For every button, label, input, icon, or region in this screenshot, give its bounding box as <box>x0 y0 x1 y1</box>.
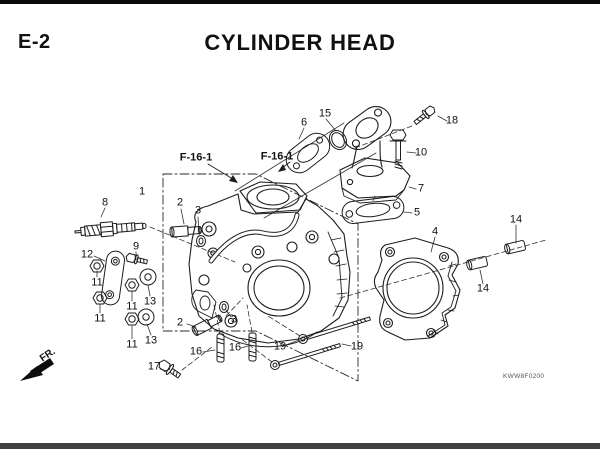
bolt17-drawing <box>158 359 182 379</box>
part-number-label: 16 <box>189 345 203 358</box>
part-number-label: 19 <box>350 340 364 353</box>
part-number-label: 2 <box>176 196 184 209</box>
part-number-label: 11 <box>91 276 103 289</box>
part-number-label: 3 <box>194 204 202 217</box>
bolt18-drawing <box>413 105 436 126</box>
part-number-label: 16 <box>228 341 242 354</box>
part-number-label: 15 <box>318 107 332 120</box>
top-border-bar <box>0 0 600 4</box>
part-number-label: 17 <box>147 360 161 373</box>
bottom-border-bar <box>0 443 600 449</box>
bolt19b-drawing <box>270 343 341 370</box>
part-number-label: 9 <box>132 240 140 253</box>
nuts-drawing <box>89 259 140 326</box>
part-number-label: 13 <box>144 334 158 347</box>
head-gasket-drawing <box>373 237 461 341</box>
dowel-pin-drawing-2 <box>504 240 526 255</box>
part-number-label: 10 <box>414 146 428 159</box>
cylinder-head-body <box>188 181 351 348</box>
phantom-box <box>162 173 359 382</box>
part-number-label: 8 <box>101 196 109 209</box>
part-number-label: 11 <box>94 312 106 325</box>
fr-arrow <box>20 358 54 381</box>
leader-lines <box>93 115 517 372</box>
bolt9-drawing <box>125 252 148 265</box>
part-number-label: 18 <box>445 114 459 127</box>
part-number-label: 12 <box>80 248 94 261</box>
spark-plug-drawing <box>74 221 147 238</box>
part-number-label: 11 <box>126 300 138 313</box>
section-code: E-2 <box>18 31 51 53</box>
part-number-label: 2 <box>176 316 184 329</box>
seal-lower-drawing <box>219 301 229 313</box>
part-number-label: 5 <box>413 206 421 219</box>
dowel-pin-drawing <box>466 256 488 271</box>
bolt10-drawing <box>389 129 407 170</box>
part-number-label: 14 <box>476 282 490 295</box>
part-number-label: 3 <box>230 313 238 326</box>
part-number-label: 19 <box>273 340 287 353</box>
part-number-label: 7 <box>417 182 425 195</box>
bolt19a-drawing <box>298 316 371 344</box>
diagram-code: KWW8F0200 <box>503 373 545 380</box>
ref-arrows <box>207 161 291 183</box>
part-number-label: 13 <box>143 295 157 308</box>
assembly-ref-label: F-16-1 <box>260 150 294 163</box>
part-number-label: 6 <box>300 116 308 129</box>
page-title: CYLINDER HEAD <box>204 30 396 55</box>
gasket5-drawing <box>341 196 405 224</box>
bracket-drawing <box>100 250 126 306</box>
washers-drawing <box>137 268 157 326</box>
manifold-drawing <box>339 105 411 204</box>
guide-lower-drawing <box>191 314 223 337</box>
seal-upper-drawing <box>196 235 206 247</box>
assembly-lines <box>234 122 377 219</box>
part-number-label: 1 <box>138 185 146 198</box>
assembly-ref-label: F-16-1 <box>179 151 213 164</box>
part-number-label: 4 <box>431 225 439 238</box>
part-number-label: 14 <box>509 213 523 226</box>
guide-upper-drawing <box>169 225 202 238</box>
part-number-label: 11 <box>126 338 138 351</box>
